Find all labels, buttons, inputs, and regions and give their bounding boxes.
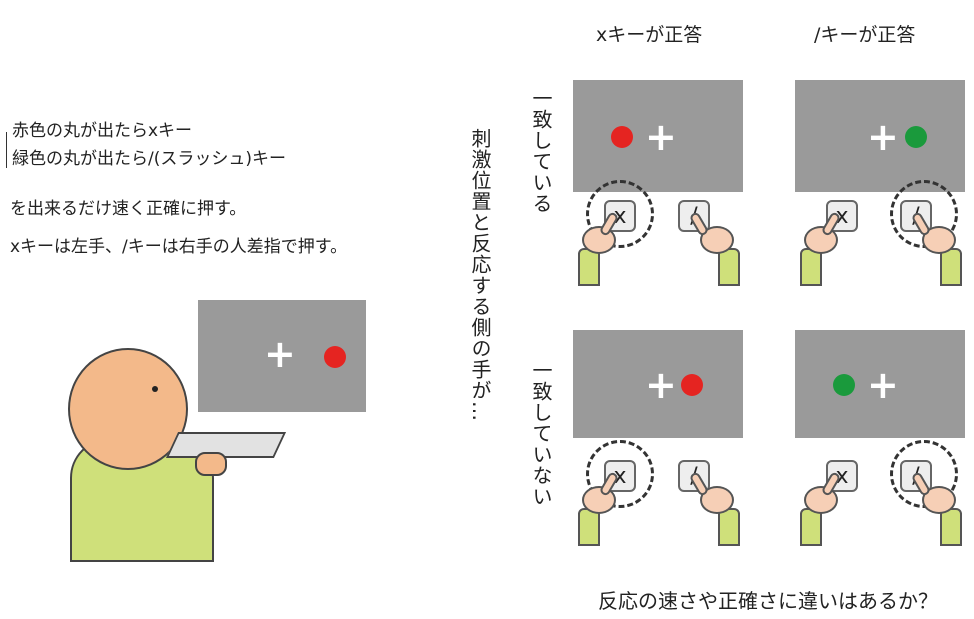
column-header-slash: /キーが正答 [814, 24, 916, 46]
cross: + [867, 115, 899, 159]
right-arm [718, 248, 740, 286]
x-key: x [826, 460, 858, 492]
green-dot [905, 126, 927, 148]
cross: + [645, 363, 677, 407]
red-dot [681, 374, 703, 396]
person-eye [152, 386, 158, 392]
instruction-speed: を出来るだけ速く正確に押す。 [10, 199, 247, 219]
response-ring [586, 180, 654, 248]
row-header-congruent: 一致している [529, 88, 553, 214]
green-dot [833, 374, 855, 396]
monitor-cross: + [264, 332, 296, 376]
person-head [68, 348, 188, 470]
red-dot [611, 126, 633, 148]
instruction-bracket [6, 132, 7, 168]
instruction-red: 赤色の丸が出たらxキー [12, 121, 193, 141]
panel-congruent-slash-screen: + [795, 80, 965, 192]
right-arm [718, 508, 740, 546]
cross: + [645, 115, 677, 159]
panel-incongruent-x-screen: + [573, 330, 743, 438]
side-label: 刺激位置と反応する側の手が… [468, 128, 492, 422]
panel-incongruent-slash-screen: + [795, 330, 965, 438]
instruction-green: 緑色の丸が出たら/(スラッシュ)キー [12, 149, 286, 169]
left-hand [582, 226, 616, 254]
person-hand [195, 452, 227, 476]
bottom-question: 反応の速さや正確さに違いはあるか？ [598, 589, 938, 613]
instruction-fingers: xキーは左手、/キーは右手の人差指で押す。 [10, 237, 348, 257]
right-arm [940, 508, 962, 546]
response-ring [586, 440, 654, 508]
row-header-incongruent: 一致していない [529, 360, 553, 507]
panel-congruent-x-screen: + [573, 80, 743, 192]
right-arm [940, 248, 962, 286]
monitor-red-dot [324, 346, 346, 368]
cross: + [867, 363, 899, 407]
column-header-x: xキーが正答 [596, 24, 703, 46]
keyboard-icon [165, 432, 287, 458]
person-monitor: + [198, 300, 366, 412]
